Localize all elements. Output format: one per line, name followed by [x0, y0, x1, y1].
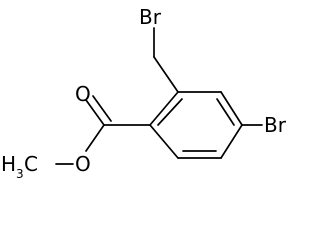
- carbonyl-double-bond-outer: [85, 99, 105, 126]
- chemical-structure: Br Br O O H 3 C: [1, 5, 287, 181]
- ring-bond-c1-c2: [149, 91, 179, 126]
- carbonyl-oxygen-label: O: [75, 82, 91, 106]
- ring-bond-c4-c5: [220, 124, 243, 159]
- ring-bond-c6-c1: [149, 124, 179, 159]
- bromine-right-label: Br: [264, 113, 287, 137]
- ring-double-bond-c3-c4: [216, 98, 235, 126]
- carbonyl-double-bond-inner: [92, 95, 112, 122]
- methyl-h-label: H: [1, 152, 16, 176]
- ring-double-bond-c1-c2: [157, 98, 183, 126]
- bonds: [55, 27, 263, 165]
- methyl-c-label: C: [24, 152, 38, 176]
- atom-labels: Br Br O O H 3 C: [1, 5, 287, 181]
- carbonyl-ester-o-bond: [85, 124, 105, 152]
- ester-oxygen-label: O: [75, 152, 91, 176]
- ring-bond-c3-c4: [220, 91, 243, 126]
- bromine-top-label: Br: [139, 5, 162, 29]
- methyl-subscript-label: 3: [16, 167, 24, 181]
- benzylic-bond: [153, 56, 179, 93]
